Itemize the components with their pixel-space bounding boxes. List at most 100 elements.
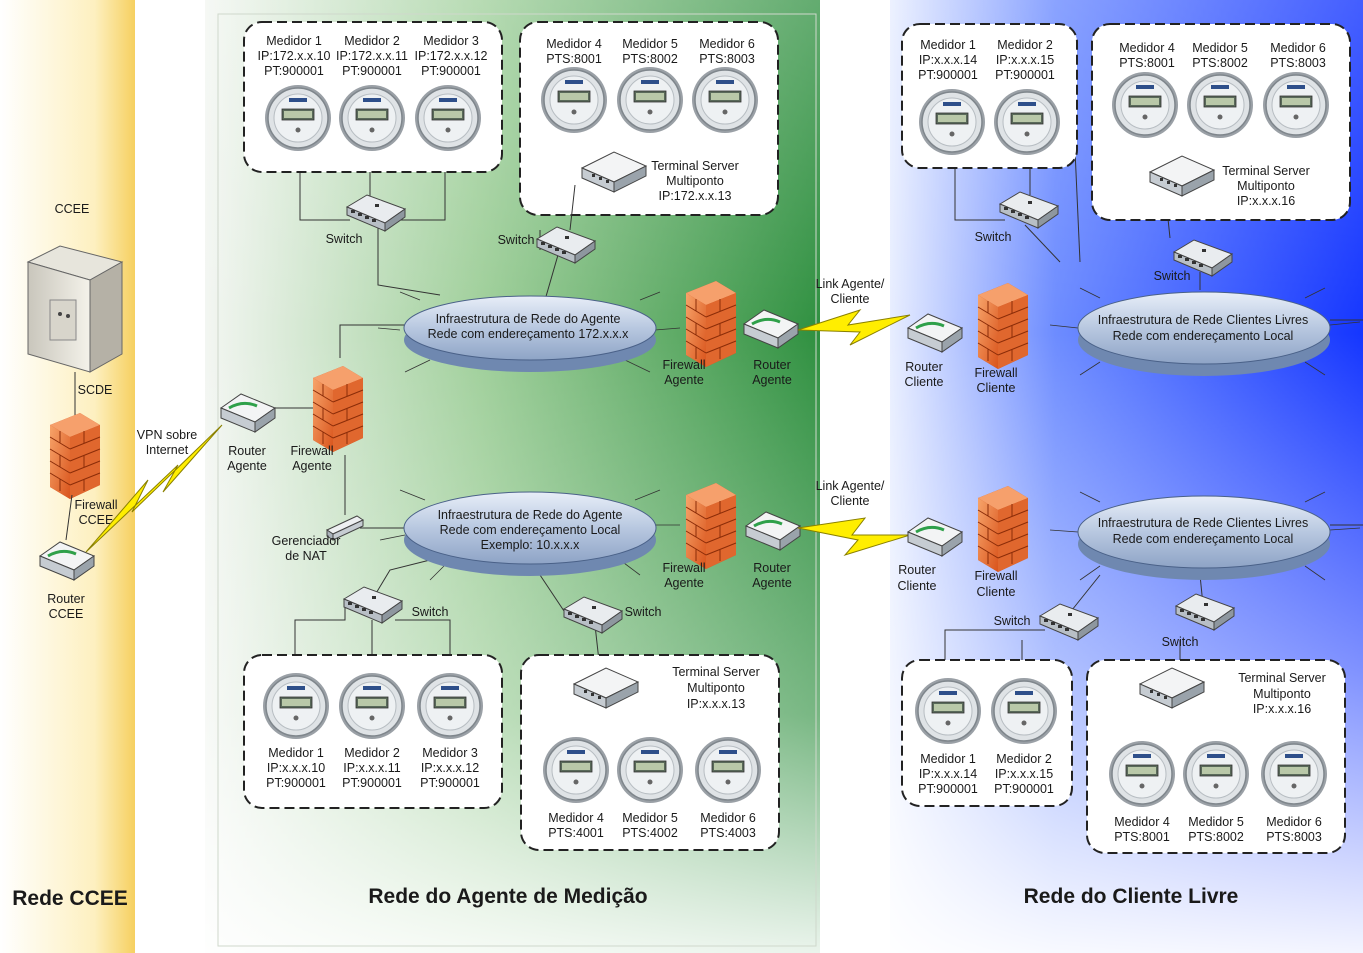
cliente-bottom-ts-line-3: IP:x.x.x.16 xyxy=(1253,702,1311,716)
meter-item: Medidor 1 IP:172.x.x.10 PT:900001 xyxy=(258,34,332,152)
agente-bottom-router-label-1: Router xyxy=(753,561,791,575)
meter-ip: IP:x.x.x.14 xyxy=(919,767,977,781)
scde-server-icon xyxy=(26,245,124,373)
agente-zone-title: Rede do Agente de Medição xyxy=(368,885,647,908)
ccee-firewall-label-2: CCEE xyxy=(79,513,114,527)
link-bottom-label-2: Cliente xyxy=(831,494,870,508)
agente-firewall-label-1: Firewall xyxy=(290,444,333,458)
meter-item: Medidor 1 IP:x.x.x.14 PT:900001 xyxy=(914,677,982,796)
meter-name: Medidor 4 xyxy=(546,37,602,51)
meter-ip: IP:x.x.x.14 xyxy=(919,53,977,67)
links-section: Link Agente/ Cliente Link Agente/ Client… xyxy=(797,277,911,556)
meter-name: Medidor 5 xyxy=(622,811,678,825)
meter-item: Medidor 1 IP:x.x.x.10 PT:900001 xyxy=(262,672,330,790)
meter-pts: PTS:8003 xyxy=(1266,830,1322,844)
agente-top-router-label-2: Agente xyxy=(752,373,792,387)
meter-icon xyxy=(262,672,330,740)
meter-icon xyxy=(1262,71,1330,139)
cliente-top-ts-line-3: IP:x.x.x.16 xyxy=(1237,194,1295,208)
meter-icon xyxy=(414,84,482,152)
meter-ip: IP:x.x.x.15 xyxy=(995,767,1053,781)
link-bottom-label-1: Link Agente/ xyxy=(816,479,885,493)
meter-ip: IP:172.x.x.10 xyxy=(258,49,331,63)
meter-icon xyxy=(616,736,684,804)
meter-item: Medidor 3 IP:172.x.x.12 PT:900001 xyxy=(414,34,488,152)
meter-item: Medidor 6 PTS:4003 xyxy=(694,736,762,840)
cliente-infra-bottom-disk: Infraestrutura de Rede Clientes Livres R… xyxy=(1049,491,1361,581)
meter-ip: IP:x.x.x.15 xyxy=(996,53,1054,67)
ccee-label: CCEE xyxy=(55,202,90,216)
ccee-zone-title: Rede CCEE xyxy=(12,887,128,910)
agente-infra-bottom-disk: Infraestrutura de Rede do Agente Rede co… xyxy=(379,489,680,581)
meter-item: Medidor 2 IP:x.x.x.15 PT:900001 xyxy=(993,38,1061,156)
agente-firewall-label-2: Agente xyxy=(292,459,332,473)
meter-icon xyxy=(990,677,1058,745)
meter-item: Medidor 6 PTS:8003 xyxy=(691,37,759,134)
cliente-bottom-router-label-2: Cliente xyxy=(898,579,937,593)
meter-item: Medidor 6 PTS:8003 xyxy=(1260,740,1328,844)
meter-pts: PTS:8002 xyxy=(1192,56,1248,70)
meter-pts: PTS:4002 xyxy=(622,826,678,840)
meter-pts: PTS:8001 xyxy=(1119,56,1175,70)
cliente-section: Infraestrutura de Rede Clientes Livres R… xyxy=(898,23,1363,908)
meter-pts: PTS:8003 xyxy=(1270,56,1326,70)
agente-bottom-router-label-2: Agente xyxy=(752,576,792,590)
cliente-disk-bottom-line-1: Infraestrutura de Rede Clientes Livres xyxy=(1098,516,1309,530)
meter-name: Medidor 1 xyxy=(920,752,976,766)
cliente-top-firewall-icon xyxy=(977,282,1029,370)
meter-name: Medidor 1 xyxy=(266,34,322,48)
meter-icon xyxy=(691,66,759,134)
meter-name: Medidor 4 xyxy=(548,811,604,825)
agente-router-label-2: Agente xyxy=(227,459,267,473)
nat-label-1: Gerenciador xyxy=(272,534,341,548)
cliente-bottom-ts-line-2: Multiponto xyxy=(1253,687,1311,701)
meter-item: Medidor 4 PTS:8001 xyxy=(1111,41,1179,139)
ccee-router-label-2: CCEE xyxy=(49,607,84,621)
cliente-bottom-firewall-label-2: Cliente xyxy=(977,585,1016,599)
link-top-lightning-icon xyxy=(797,309,911,346)
meter-item: Medidor 4 PTS:8001 xyxy=(1108,740,1176,844)
agente-disk-bottom-line-2: Rede com endereçamento Local xyxy=(440,523,621,537)
meter-icon xyxy=(1108,740,1176,808)
cliente-infra-top-disk: Infraestrutura de Rede Clientes Livres R… xyxy=(1049,287,1361,376)
meter-icon xyxy=(542,736,610,804)
agente-bottom-ts-line-1: Terminal Server xyxy=(672,665,760,679)
meter-item: Medidor 4 PTS:4001 xyxy=(542,736,610,840)
meter-item: Medidor 5 PTS:8002 xyxy=(1186,41,1254,139)
agente-infra-top-disk: Infraestrutura de Rede do Agente Rede co… xyxy=(377,291,681,373)
meter-pt: PT:900001 xyxy=(266,776,326,790)
meter-name: Medidor 2 xyxy=(344,34,400,48)
agente-top-ts-line-2: Multiponto xyxy=(666,174,724,188)
cliente-disk-bottom-line-2: Rede com endereçamento Local xyxy=(1113,532,1294,546)
agente-top-firewall-label-1: Firewall xyxy=(662,358,705,372)
meter-icon xyxy=(338,672,406,740)
meter-item: Medidor 4 PTS:8001 xyxy=(540,37,608,134)
cliente-top-ts-line-2: Multiponto xyxy=(1237,179,1295,193)
link-top-label-2: Cliente xyxy=(831,292,870,306)
meter-icon xyxy=(616,66,684,134)
cliente-bottom-ts-line-1: Terminal Server xyxy=(1238,671,1326,685)
agente-bottom-firewall-icon xyxy=(685,482,737,570)
nat-label-2: de NAT xyxy=(285,549,327,563)
meter-pt: PT:900001 xyxy=(918,782,978,796)
meter-pts: PTS:8002 xyxy=(1188,830,1244,844)
agente-switch-top-right-label: Switch xyxy=(498,233,535,247)
agente-switch-bottom-left-label: Switch xyxy=(412,605,449,619)
cliente-switch-top-right-label: Switch xyxy=(1154,269,1191,283)
meter-icon xyxy=(540,66,608,134)
ccee-firewall-label-1: Firewall xyxy=(74,498,117,512)
meter-name: Medidor 6 xyxy=(1266,815,1322,829)
cliente-top-router-label-1: Router xyxy=(905,360,943,374)
meter-pts: PTS:8001 xyxy=(1114,830,1170,844)
meter-pt: PT:900001 xyxy=(421,64,481,78)
meter-icon xyxy=(993,88,1061,156)
meter-name: Medidor 2 xyxy=(996,752,1052,766)
agente-switch-bottom-right-label: Switch xyxy=(625,605,662,619)
agente-top-ts-line-3: IP:172.x.x.13 xyxy=(659,189,732,203)
meter-item: Medidor 5 PTS:4002 xyxy=(616,736,684,840)
meter-pt: PT:900001 xyxy=(342,776,402,790)
agente-firewall-icon xyxy=(312,365,364,453)
link-top-label-1: Link Agente/ xyxy=(816,277,885,291)
meter-name: Medidor 6 xyxy=(700,811,756,825)
